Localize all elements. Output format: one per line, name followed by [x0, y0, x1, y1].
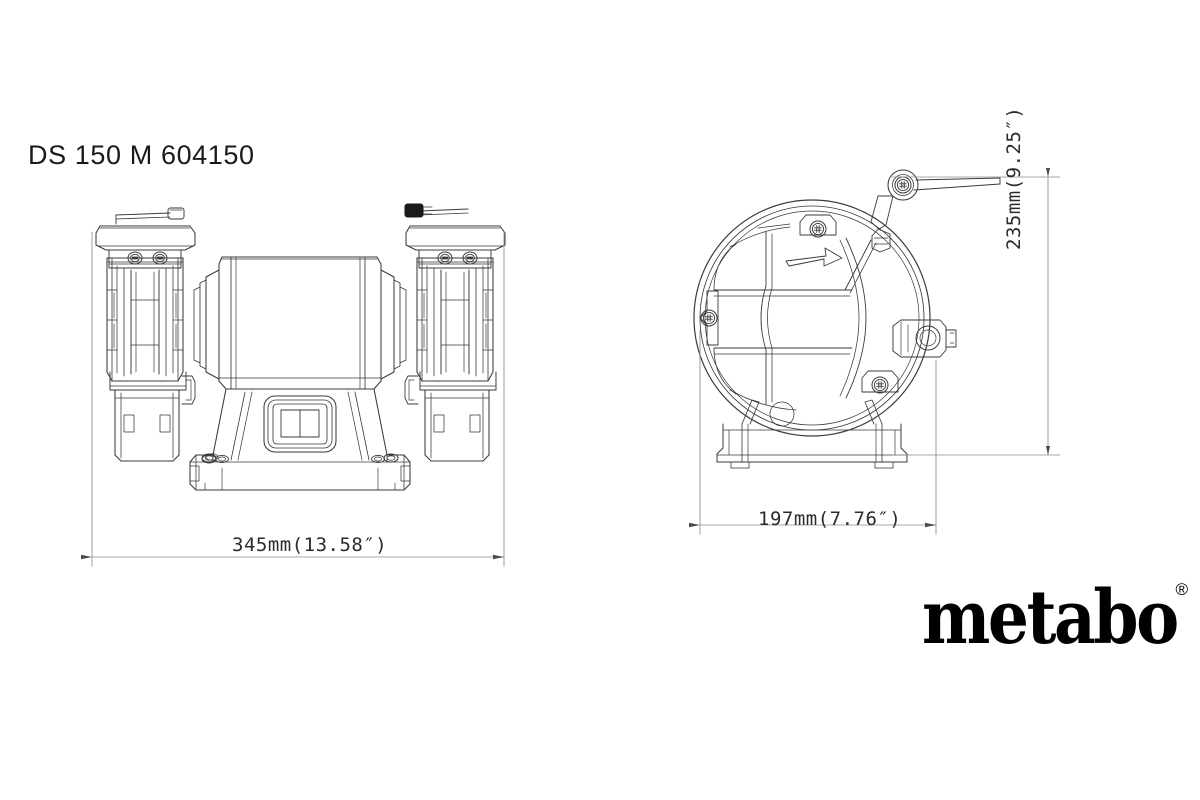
motor-housing — [193, 256, 407, 390]
dim-width — [81, 231, 505, 567]
dim-depth-label: 197mm(7.76″) — [758, 508, 902, 530]
front-view — [95, 203, 506, 491]
right-tool-rest[interactable] — [404, 371, 497, 462]
spark-deflector-arm[interactable] — [844, 169, 1001, 294]
page-title: DS 150 M 604150 — [28, 140, 255, 170]
guard-screws[interactable] — [699, 214, 899, 394]
rotation-arrow — [785, 247, 843, 267]
power-switch[interactable] — [263, 395, 337, 453]
mounting-holes — [201, 453, 399, 464]
side-view — [693, 169, 1001, 469]
left-wheel-guard — [106, 257, 184, 382]
left-grinding-wheel — [130, 269, 160, 375]
tool-rest[interactable] — [892, 319, 957, 358]
machine-base — [189, 388, 411, 491]
dimension-lines — [81, 168, 1061, 567]
right-grinding-wheel — [440, 269, 470, 375]
wheel-guard-disc — [693, 199, 931, 437]
left-tool-rest[interactable] — [109, 371, 196, 462]
dim-depth — [689, 329, 937, 535]
dim-width-label: 345mm(13.58″) — [232, 534, 388, 556]
metabo-wordmark: metabo — [922, 575, 1179, 661]
registered-trademark-icon: ® — [1175, 580, 1188, 599]
right-eye-shield[interactable] — [404, 203, 506, 269]
dim-height-label: 235mm(9.25″) — [1003, 106, 1025, 250]
right-wheel-guard — [416, 257, 494, 382]
eye-shield-plate — [844, 239, 877, 294]
dim-height — [891, 168, 1061, 456]
left-eye-shield[interactable] — [95, 207, 196, 269]
base-feet — [716, 399, 908, 469]
metabo-logo: metabo ® — [922, 576, 1190, 660]
